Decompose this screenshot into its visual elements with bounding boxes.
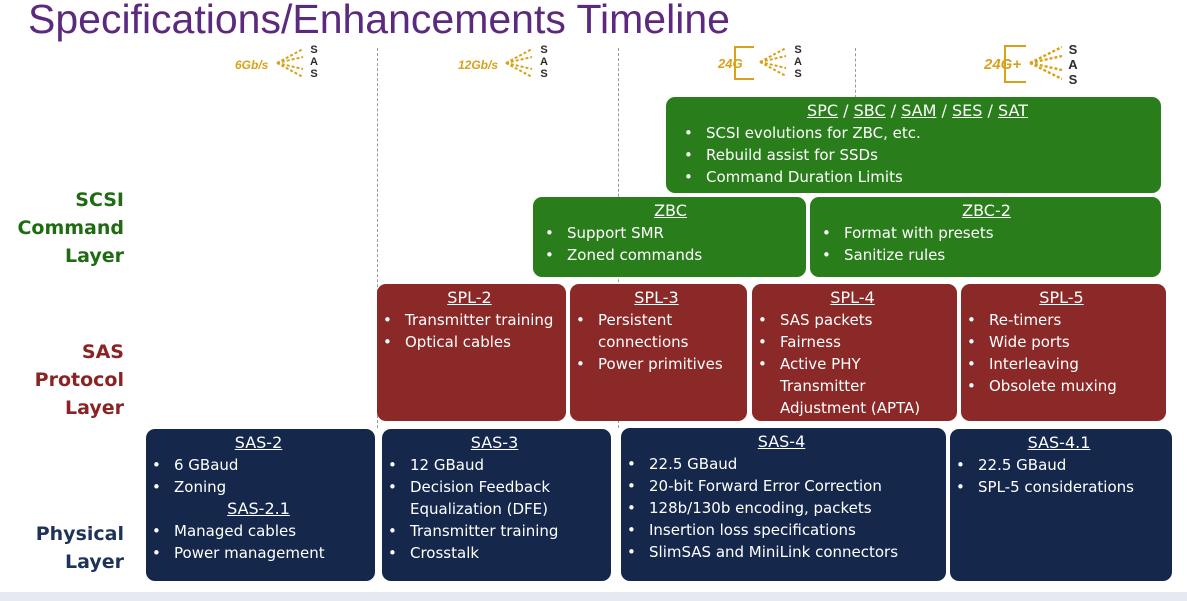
sas4-bullets: 22.5 GBaud 20-bit Forward Error Correcti…: [625, 453, 938, 563]
list-item: Insertion loss specifications: [627, 519, 938, 541]
zbc2-bullets: Format with presets Sanitize rules: [820, 222, 1153, 266]
link-ses[interactable]: SES: [952, 101, 983, 120]
list-item: Transmitter training: [388, 520, 603, 542]
sas41-bullets: 22.5 GBaud SPL-5 considerations: [954, 454, 1164, 498]
spl4-bullets: SAS packets Fairness Active PHY Transmit…: [756, 309, 949, 419]
link-spl-5[interactable]: SPL-5: [1039, 288, 1084, 307]
box-sas-4: SAS-4 22.5 GBaud 20-bit Forward Error Co…: [621, 428, 946, 581]
sas-rays-icon: [505, 48, 533, 78]
box-spl-5: SPL-5 Re-timers Wide ports Interleaving …: [961, 284, 1166, 421]
logo-speed: 24G+: [984, 56, 1022, 73]
list-item: Command Duration Limits: [684, 166, 1153, 188]
list-item: Persistent connections: [576, 309, 739, 353]
box-sas-3: SAS-3 12 GBaud Decision Feedback Equaliz…: [382, 429, 611, 581]
link-zbc[interactable]: ZBC: [654, 201, 687, 220]
list-item: SPL-5 considerations: [956, 476, 1164, 498]
logo-speed: 6Gb/s: [235, 58, 269, 72]
box-spl-2: SPL-2 Transmitter training Optical cable…: [377, 284, 566, 421]
list-item: Interleaving: [967, 353, 1158, 375]
list-item: Support SMR: [545, 222, 798, 244]
link-spl-3[interactable]: SPL-3: [634, 288, 679, 307]
sas-rays-icon: [1029, 45, 1063, 81]
box-spl-3: SPL-3 Persistent connections Power primi…: [570, 284, 747, 421]
list-item: Crosstalk: [388, 542, 603, 564]
list-item: Wide ports: [967, 331, 1158, 353]
spc-bullets: SCSI evolutions for ZBC, etc. Rebuild as…: [682, 122, 1153, 188]
list-item: 12 GBaud: [388, 454, 603, 476]
list-item: Transmitter training: [383, 309, 558, 331]
zbc-bullets: Support SMR Zoned commands: [543, 222, 798, 266]
box-zbc-2: ZBC-2 Format with presets Sanitize rules: [810, 197, 1161, 277]
link-zbc-2[interactable]: ZBC-2: [962, 201, 1011, 220]
list-item: 6 GBaud: [152, 454, 367, 476]
link-spc[interactable]: SPC: [807, 101, 839, 120]
list-item: Obsolete muxing: [967, 375, 1158, 397]
sas-rays-icon: [759, 47, 787, 77]
logo-bracket: [734, 46, 754, 80]
list-item: Zoned commands: [545, 244, 798, 266]
box-sas-4-1: SAS-4.1 22.5 GBaud SPL-5 considerations: [950, 429, 1172, 581]
page-title: Specifications/Enhancements Timeline: [28, 0, 730, 42]
spc-header: SPC / SBC / SAM / SES / SAT: [807, 101, 1028, 120]
box-spl-4: SPL-4 SAS packets Fairness Active PHY Tr…: [752, 284, 957, 421]
list-item: Decision Feedback Equalization (DFE): [388, 476, 603, 520]
link-spl-4[interactable]: SPL-4: [830, 288, 875, 307]
timeline-divider: [377, 48, 378, 428]
spl5-bullets: Re-timers Wide ports Interleaving Obsole…: [965, 309, 1158, 397]
list-item: 20-bit Forward Error Correction: [627, 475, 938, 497]
list-item: Re-timers: [967, 309, 1158, 331]
list-item: Sanitize rules: [822, 244, 1153, 266]
list-item: Rebuild assist for SSDs: [684, 144, 1153, 166]
logo-speed: 24G: [718, 56, 743, 71]
list-item: 22.5 GBaud: [627, 453, 938, 475]
list-item: Optical cables: [383, 331, 558, 353]
link-sas-2-1[interactable]: SAS-2.1: [227, 499, 290, 518]
spl2-bullets: Transmitter training Optical cables: [381, 309, 558, 353]
link-sas-4[interactable]: SAS-4: [757, 432, 806, 451]
link-sas-2[interactable]: SAS-2: [234, 433, 283, 452]
box-sas-2: SAS-2 6 GBaud Zoning SAS-2.1 Managed cab…: [146, 429, 375, 581]
list-item: SlimSAS and MiniLink connectors: [627, 541, 938, 563]
link-sat[interactable]: SAT: [998, 101, 1028, 120]
link-sam[interactable]: SAM: [901, 101, 937, 120]
timeline-divider: [855, 48, 856, 98]
box-zbc: ZBC Support SMR Zoned commands: [533, 197, 806, 277]
link-sas-4-1[interactable]: SAS-4.1: [1027, 433, 1091, 452]
list-item: Active PHY Transmitter Adjustment (APTA): [758, 353, 949, 419]
list-item: Managed cables: [152, 520, 367, 542]
bottom-bar: [0, 592, 1187, 601]
logo-bracket: [1004, 45, 1026, 83]
list-item: 22.5 GBaud: [956, 454, 1164, 476]
list-item: Power management: [152, 542, 367, 564]
list-item: 128b/130b encoding, packets: [627, 497, 938, 519]
logo-speed: 12Gb/s: [458, 58, 499, 72]
list-item: SCSI evolutions for ZBC, etc.: [684, 122, 1153, 144]
sas21-bullets: Managed cables Power management: [150, 520, 367, 564]
list-item: Power primitives: [576, 353, 739, 375]
list-item: Format with presets: [822, 222, 1153, 244]
list-item: SAS packets: [758, 309, 949, 331]
list-item: Zoning: [152, 476, 367, 498]
link-spl-2[interactable]: SPL-2: [447, 288, 492, 307]
link-sbc[interactable]: SBC: [853, 101, 886, 120]
link-sas-3[interactable]: SAS-3: [470, 433, 519, 452]
box-spc-sbc-sam-ses-sat: SPC / SBC / SAM / SES / SAT SCSI evoluti…: [666, 97, 1161, 193]
spl3-bullets: Persistent connections Power primitives: [574, 309, 739, 375]
sas-rays-icon: [276, 48, 304, 78]
sas2-bullets: 6 GBaud Zoning: [150, 454, 367, 498]
list-item: Fairness: [758, 331, 949, 353]
sas3-bullets: 12 GBaud Decision Feedback Equalization …: [386, 454, 603, 564]
